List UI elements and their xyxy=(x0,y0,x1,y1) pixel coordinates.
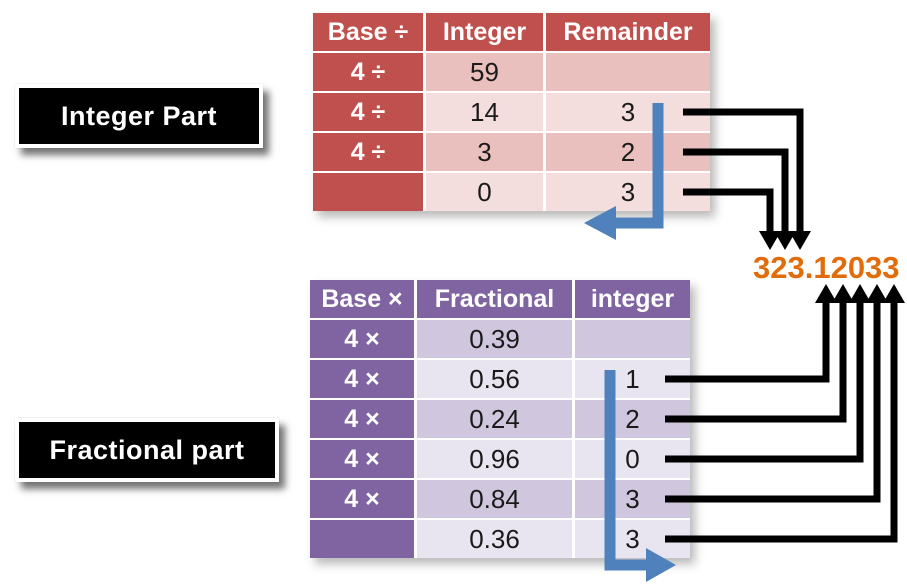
column-header: Remainder xyxy=(546,13,710,51)
table-cell: 4 × xyxy=(310,480,414,518)
conversion-result-value: 323.12033 xyxy=(753,250,900,285)
fraction-digit-2-arrow-icon xyxy=(665,284,854,423)
table-cell: 0.84 xyxy=(417,480,572,518)
integer-part-label: Integer Part xyxy=(15,84,263,148)
table-cell: 3 xyxy=(546,93,710,131)
table-cell: 0 xyxy=(426,173,543,211)
table-cell xyxy=(546,53,710,91)
table-cell: 4 × xyxy=(310,320,414,358)
table-cell: 4 × xyxy=(310,360,414,398)
table-cell: 2 xyxy=(546,133,710,171)
table-cell: 2 xyxy=(575,400,690,438)
column-header: Base ÷ xyxy=(313,13,423,51)
table-cell: 4 × xyxy=(310,400,414,438)
table-cell: 0.56 xyxy=(417,360,572,398)
table-cell: 3 xyxy=(575,520,690,558)
table-cell: 3 xyxy=(575,480,690,518)
table-cell: 4 ÷ xyxy=(313,133,423,171)
table-cell: 4 × xyxy=(310,440,414,478)
fractional-part-label: Fractional part xyxy=(15,418,279,482)
column-header: Integer xyxy=(426,13,543,51)
column-header: Base × xyxy=(310,280,414,318)
integer-part-label-text: Integer Part xyxy=(60,100,218,131)
table-cell: 0.39 xyxy=(417,320,572,358)
table-cell: 14 xyxy=(426,93,543,131)
table-cell: 1 xyxy=(575,360,690,398)
column-header: Fractional xyxy=(417,280,572,318)
fraction-digit-1-arrow-icon xyxy=(665,284,837,383)
table-cell: 4 ÷ xyxy=(313,53,423,91)
table-cell: 3 xyxy=(426,133,543,171)
fraction-digit-0-arrow-icon xyxy=(665,284,871,463)
table-cell: 0.36 xyxy=(417,520,572,558)
table-cell: 59 xyxy=(426,53,543,91)
table-cell xyxy=(575,320,690,358)
table-cell xyxy=(313,173,423,211)
column-header: integer xyxy=(575,280,690,318)
fraction-digit-3b-arrow-icon xyxy=(665,284,905,543)
table-cell: 0.96 xyxy=(417,440,572,478)
table-cell: 0 xyxy=(575,440,690,478)
fraction-digit-3a-arrow-icon xyxy=(665,284,888,503)
table-cell: 3 xyxy=(546,173,710,211)
table-cell xyxy=(310,520,414,558)
table-cell: 4 ÷ xyxy=(313,93,423,131)
fractional-part-label-text: Fractional part xyxy=(49,434,245,465)
table-cell: 0.24 xyxy=(417,400,572,438)
